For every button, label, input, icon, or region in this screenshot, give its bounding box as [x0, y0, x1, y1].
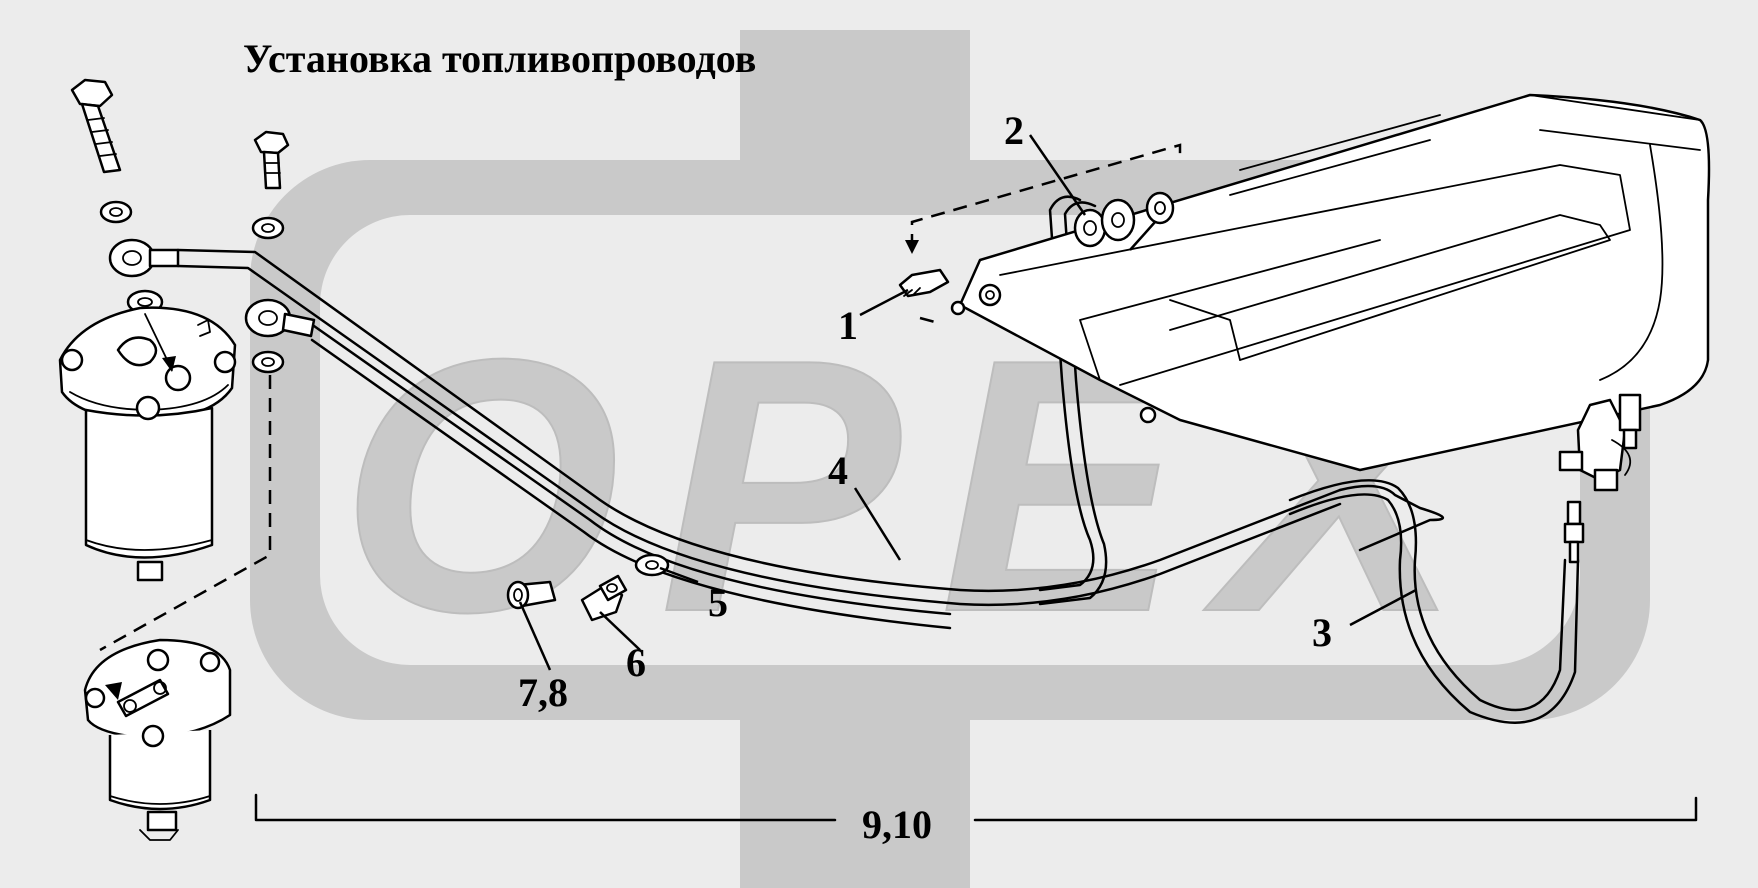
return-line: [1038, 195, 1108, 606]
banjo-fitting-upper: [108, 238, 180, 278]
callout-3: 3: [1312, 610, 1332, 655]
callout-5: 5: [708, 580, 728, 625]
callout-1: 1: [838, 303, 858, 348]
callout-2: 2: [1004, 108, 1024, 153]
banjo-fitting-lower: [244, 298, 316, 338]
part-1-bolt: [898, 268, 950, 298]
tank-fittings: [1558, 393, 1642, 564]
part-5-washer: [634, 553, 670, 577]
callout-9-10: 9,10: [862, 802, 932, 847]
callout-4: 4: [828, 448, 848, 493]
washer: [251, 350, 285, 374]
dimension-line: [254, 793, 1698, 822]
fuel-filter-lower: [83, 638, 232, 841]
callout-6: 6: [626, 640, 646, 685]
fuel-filter-upper: [58, 306, 237, 582]
part-2-fitting: [1073, 191, 1175, 248]
part-7-8-bushing: [506, 580, 557, 610]
washer: [251, 216, 285, 240]
fuel-tank: [950, 93, 1711, 472]
callout-7-8: 7,8: [518, 670, 568, 715]
diagram-title: Установка топливопроводов: [243, 36, 756, 81]
washer: [99, 200, 133, 224]
banjo-bolt-small: [253, 130, 290, 190]
part-6-clamp: [580, 574, 628, 622]
banjo-bolt-large: [70, 78, 122, 174]
